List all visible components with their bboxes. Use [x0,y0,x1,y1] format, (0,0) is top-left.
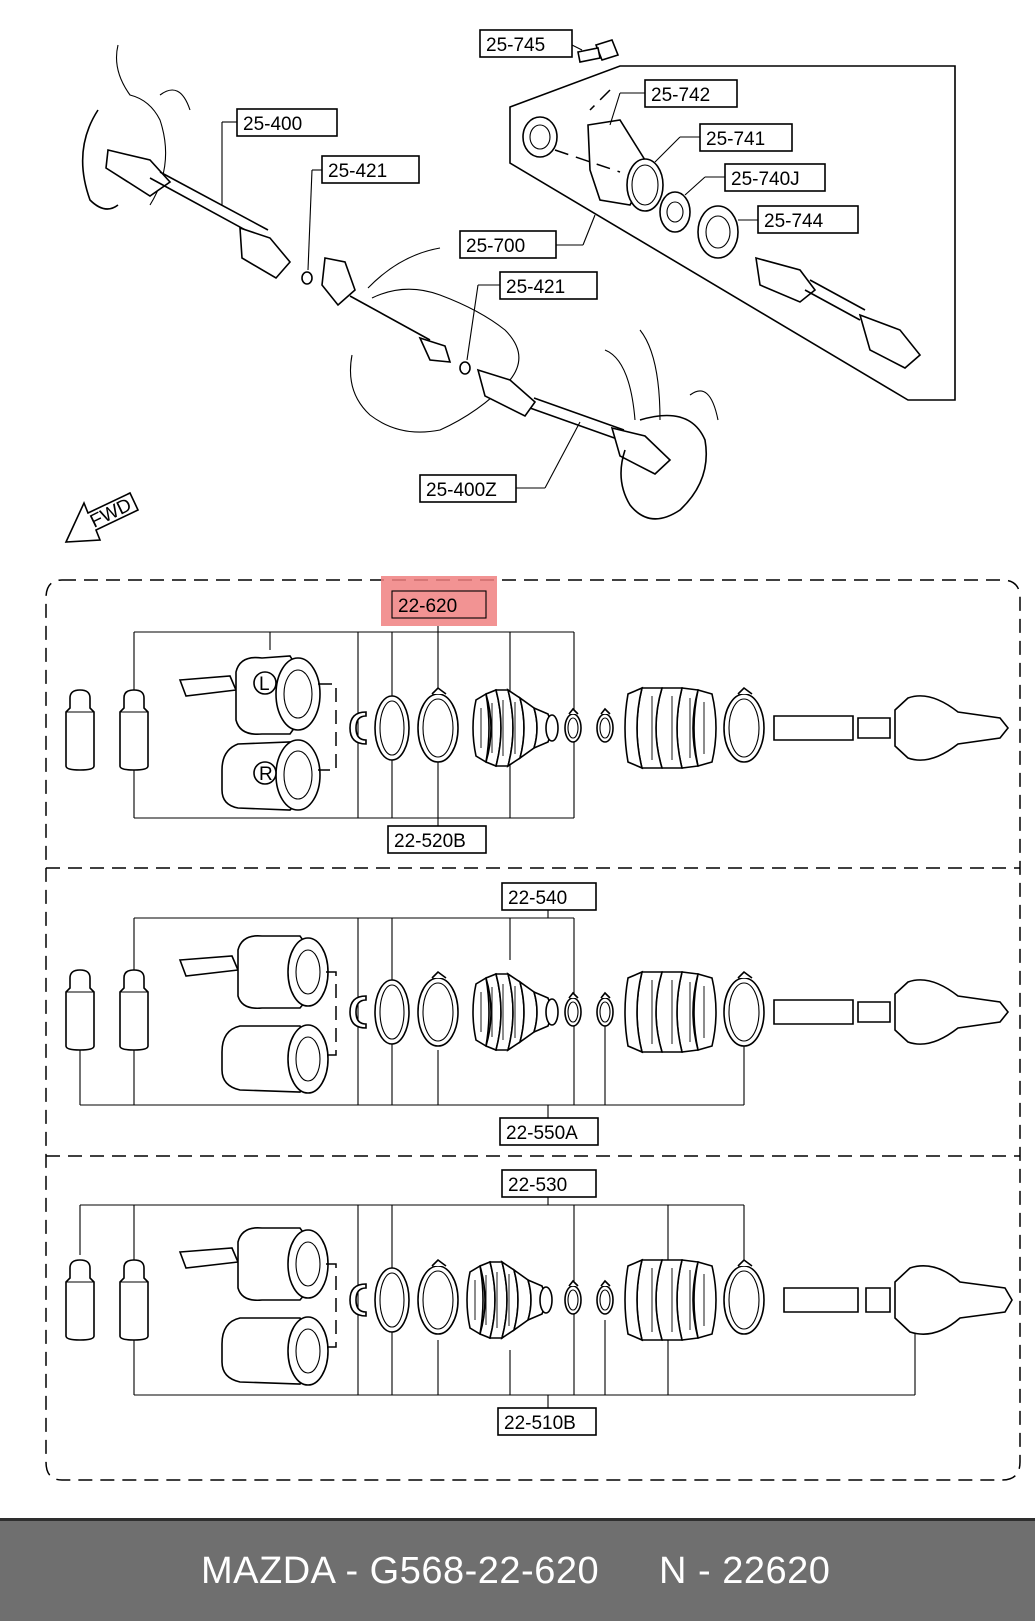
joint-left-label: L [259,674,270,695]
label-22-550A: 22-550A [506,1123,578,1144]
fwd-arrow-label: FWD [87,495,135,533]
label-25-745: 25-745 [486,35,545,56]
panel-3: 22-530 22-510B [65,1169,1013,1436]
footer-bar: MAZDA - G568-22-620 N - 22620 [0,1518,1035,1621]
label-25-742: 25-742 [651,85,710,106]
label-22-520B: 22-520B [394,831,466,852]
parts-frame [45,579,1021,1481]
fwd-arrow: FWD [64,491,140,543]
label-25-700: 25-700 [466,236,525,257]
joint-right-label: R [259,764,273,785]
label-25-421-upper: 25-421 [328,161,387,182]
parts-diagram: FWD 25-745 25-742 25-741 [45,29,1021,1481]
label-25-744: 25-744 [764,211,824,232]
label-22-540: 22-540 [508,888,567,909]
upper-labels: 25-745 25-742 25-741 25-740J 25-744 25-4… [221,29,859,503]
footer-part-number: MAZDA - G568-22-620 [201,1550,600,1592]
panel-1: 22-520B L R [65,626,1010,854]
footer-n-number: N - 22620 [659,1550,831,1592]
label-22-510B: 22-510B [504,1413,576,1434]
panel-2: 22-540 22-550A [65,882,1010,1146]
label-25-740J: 25-740J [731,169,800,190]
label-25-400Z: 25-400Z [426,480,497,501]
label-25-421-lower: 25-421 [506,277,565,298]
label-25-741: 25-741 [706,129,765,150]
label-22-620: 22-620 [398,596,457,617]
label-25-400: 25-400 [243,114,302,135]
label-22-530: 22-530 [508,1175,567,1196]
